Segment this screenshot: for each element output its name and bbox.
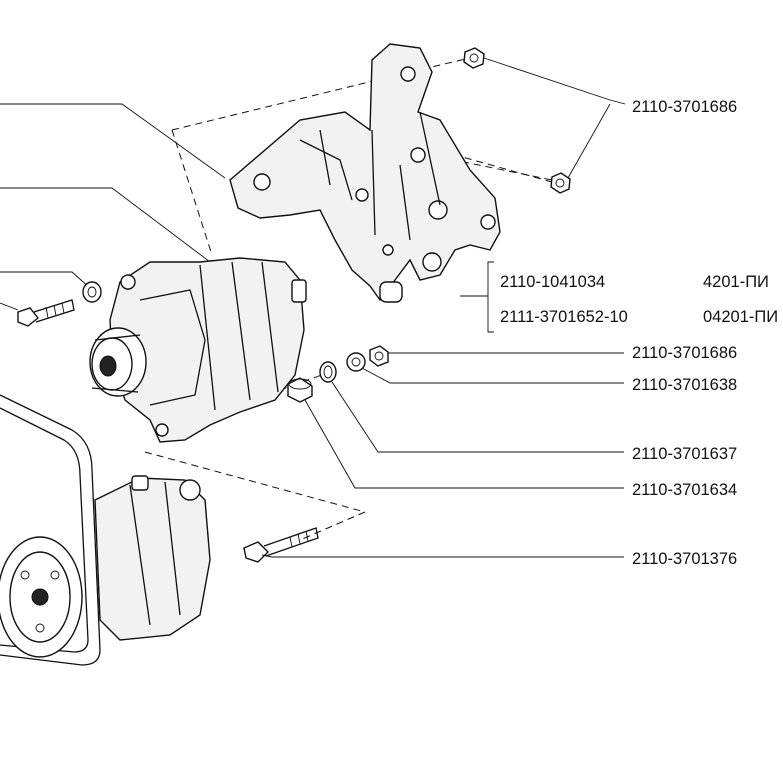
long-bolt: [243, 527, 319, 563]
label-long-bolt: 2110-3701376: [632, 550, 737, 568]
label-code-4201: 4201-ПИ: [703, 273, 769, 291]
alternator: [89, 257, 307, 443]
label-nut-top: 2110-3701686: [632, 98, 737, 116]
short-bolt: [17, 299, 75, 327]
label-code-04201: 04201-ПИ: [703, 308, 778, 326]
alternator-bracket: [229, 43, 501, 303]
label-spacer: 2110-3701634: [632, 481, 737, 499]
right-leader-lines: [261, 57, 626, 558]
spacer-bushing: [287, 377, 313, 403]
label-bushing: 2110-3701638: [632, 376, 737, 394]
label-bolt-1041034: 2110-1041034: [500, 273, 605, 291]
alternator-washer: [82, 281, 102, 303]
washer-ring: [319, 361, 337, 383]
part-labels: 2110-3701686 2110-1041034 4201-ПИ 2111-3…: [500, 98, 778, 568]
bracket-nuts: [463, 47, 571, 194]
drive-belt: [0, 394, 101, 666]
label-bolt-3701652: 2111-3701652-10: [500, 308, 628, 326]
bushing-and-nut: [346, 345, 389, 372]
label-nut-mid: 2110-3701686: [632, 344, 737, 362]
ac-compressor: [0, 475, 211, 658]
left-leader-lines: [0, 103, 226, 311]
label-washer: 2110-3701637: [632, 445, 737, 463]
assembly-dashed-lines: [144, 57, 553, 541]
